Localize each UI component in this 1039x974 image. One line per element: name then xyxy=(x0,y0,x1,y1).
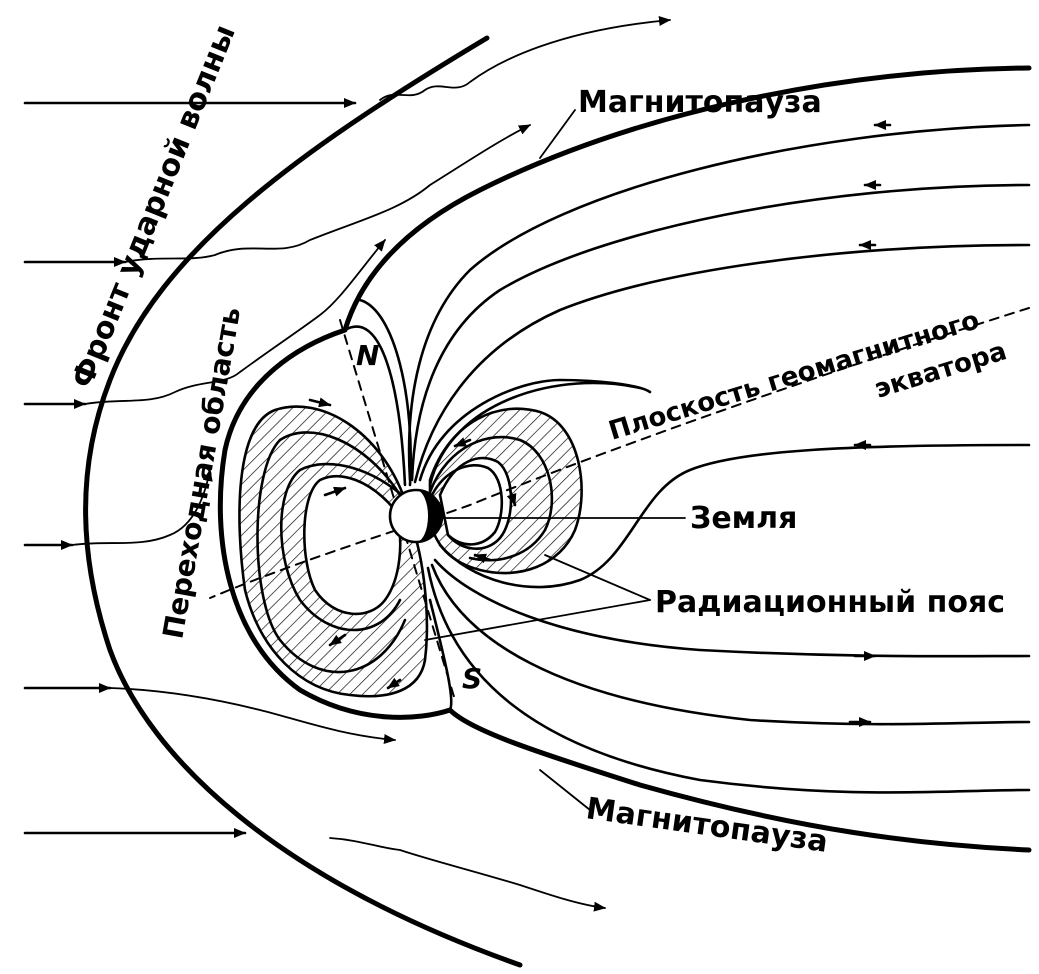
field-line xyxy=(280,462,407,632)
leader-magnetopause-bottom xyxy=(539,769,591,811)
tail-field-line xyxy=(358,298,412,487)
tail-field-line xyxy=(428,598,453,712)
loop-arrow xyxy=(506,488,517,507)
leader-radiation-belt-2 xyxy=(424,599,651,641)
loop-arrow xyxy=(323,486,347,497)
label-north: N xyxy=(356,339,379,372)
deflected-flow xyxy=(109,687,396,744)
loop-arrow xyxy=(328,633,347,647)
tail-field-line xyxy=(343,325,407,487)
label-leaders xyxy=(424,109,686,811)
label-earth: Земля xyxy=(690,501,797,536)
tail-field-line xyxy=(433,558,1031,658)
radiation-belt-right xyxy=(428,407,583,575)
leader-magnetopause-top xyxy=(539,109,576,159)
tail-field-line xyxy=(426,566,1031,794)
deflected-flow xyxy=(84,239,386,405)
deflected-flow xyxy=(329,837,606,912)
tail-arrows-lower xyxy=(848,651,877,727)
tail-field-line xyxy=(438,443,1031,589)
tail-field-line xyxy=(430,563,1031,726)
label-radiation-belt: Радиационный пояс xyxy=(655,585,1005,620)
loop-arrow xyxy=(386,677,402,690)
tail-arrows-upper xyxy=(853,120,892,450)
loop-arrow xyxy=(453,437,472,448)
dipole-field-lines xyxy=(256,378,652,674)
solar-wind-arrows xyxy=(23,98,357,838)
geomagnetic-equator-plane xyxy=(209,307,1030,599)
tail-field-line xyxy=(413,243,1031,484)
tail-field-line xyxy=(410,183,1031,482)
loop-arrow xyxy=(308,397,332,408)
tail-field-lines-upper xyxy=(343,123,1031,589)
field-line xyxy=(418,378,652,482)
earth xyxy=(388,488,444,544)
deflected-flow xyxy=(71,469,213,546)
tail-field-line xyxy=(407,123,1031,482)
deflected-flow xyxy=(379,16,671,101)
field-line xyxy=(430,464,504,546)
label-magnetopause-top: Магнитопауза xyxy=(578,85,822,120)
transition-flow-lines xyxy=(71,16,671,912)
magnetopause-boundary xyxy=(217,65,1032,853)
loop-arrow xyxy=(473,553,492,564)
field-line xyxy=(256,431,407,674)
field-line xyxy=(428,435,554,562)
deflected-flow xyxy=(124,124,531,263)
leader-radiation-belt-1 xyxy=(544,554,651,601)
belt-arrows xyxy=(308,397,517,690)
earth-night-side xyxy=(416,490,442,542)
label-south: S xyxy=(462,662,482,695)
shock-wave-front xyxy=(83,35,523,968)
tail-field-lines-lower xyxy=(426,558,1031,794)
